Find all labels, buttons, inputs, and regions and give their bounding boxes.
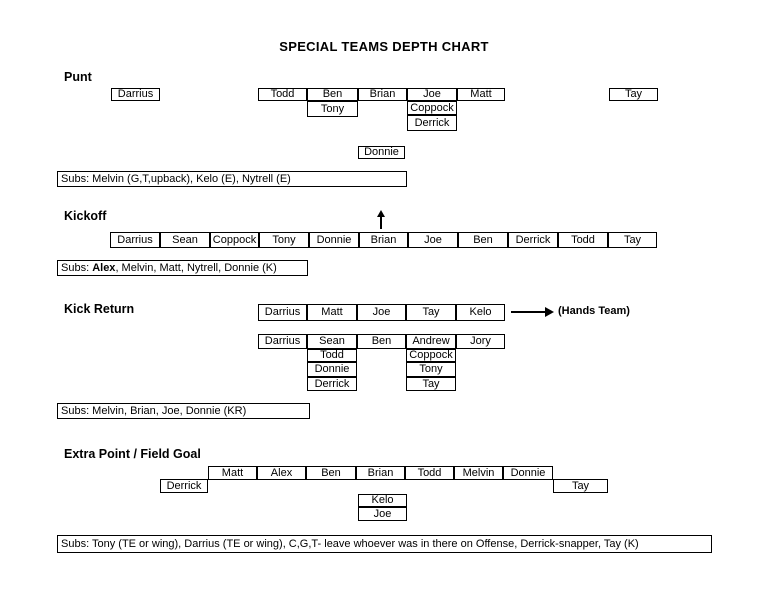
player-box: Joe <box>357 304 406 321</box>
arrow-head <box>545 307 554 317</box>
page-title: SPECIAL TEAMS DEPTH CHART <box>279 39 489 54</box>
subs-box-extra-point-field-goal: Subs: Tony (TE or wing), Darrius (TE or … <box>57 535 712 553</box>
player-box: Jory <box>456 334 505 349</box>
player-box: Joe <box>407 88 457 101</box>
subs-box-punt: Subs: Melvin (G,T,upback), Kelo (E), Nyt… <box>57 171 407 187</box>
player-box: Tay <box>406 377 456 391</box>
player-box: Donnie <box>503 466 553 480</box>
subs-text-segment: Subs: Melvin, Brian, Joe, Donnie (KR) <box>61 404 247 417</box>
player-box: Tay <box>406 304 456 321</box>
subs-box-kickoff: Subs: Alex, Melvin, Matt, Nytrell, Donni… <box>57 260 308 276</box>
arrow-stem <box>511 311 545 313</box>
player-box: Ben <box>458 232 508 248</box>
hands-team-arrow-label: (Hands Team) <box>558 305 630 317</box>
player-box: Ben <box>306 466 356 480</box>
subs-box-kick-return: Subs: Melvin, Brian, Joe, Donnie (KR) <box>57 403 310 419</box>
player-box: Kelo <box>358 494 407 507</box>
player-box: Donnie <box>309 232 359 248</box>
player-box: Melvin <box>454 466 503 480</box>
player-box: Derrick <box>307 377 357 391</box>
player-box: Sean <box>160 232 210 248</box>
player-box: Darrius <box>110 232 160 248</box>
section-heading-punt: Punt <box>64 70 92 84</box>
player-box: Kelo <box>456 304 505 321</box>
player-box: Derrick <box>407 115 457 131</box>
player-box: Coppock <box>407 101 457 115</box>
subs-text-segment: Subs: Tony (TE or wing), Darrius (TE or … <box>61 537 639 550</box>
player-box: Todd <box>558 232 608 248</box>
player-box: Derrick <box>508 232 558 248</box>
section-heading-extra-point-field-goal: Extra Point / Field Goal <box>64 447 201 461</box>
subs-text-segment: Alex <box>92 261 116 274</box>
arrow-head <box>376 210 385 217</box>
player-box: Coppock <box>406 349 456 362</box>
player-box: Todd <box>258 88 307 101</box>
player-box: Derrick <box>160 479 208 493</box>
player-box: Brian <box>358 88 407 101</box>
player-box: Joe <box>408 232 458 248</box>
player-box: Tay <box>553 479 608 493</box>
player-box: Donnie <box>358 146 405 159</box>
subs-text-segment: , Melvin, Matt, Nytrell, Donnie (K) <box>115 261 277 274</box>
player-box: Tay <box>608 232 657 248</box>
player-box: Matt <box>307 304 357 321</box>
player-box: Brian <box>356 466 405 480</box>
kickoff-up-arrow-icon <box>376 210 385 229</box>
player-box: Ben <box>357 334 406 349</box>
arrow-stem <box>379 217 382 229</box>
player-box: Darrius <box>258 334 307 349</box>
player-box: Todd <box>405 466 454 480</box>
player-box: Donnie <box>307 362 357 377</box>
player-box: Ben <box>307 88 358 101</box>
subs-text-segment: Subs: Melvin (G,T,upback), Kelo (E), Nyt… <box>61 172 291 185</box>
player-box: Alex <box>257 466 306 480</box>
section-heading-kick-return: Kick Return <box>64 302 135 316</box>
player-box: Tony <box>307 101 358 117</box>
player-box: Todd <box>307 349 357 362</box>
player-box: Tay <box>609 88 658 101</box>
player-box: Matt <box>457 88 505 101</box>
player-box: Brian <box>359 232 408 248</box>
player-box: Tony <box>259 232 309 248</box>
player-box: Sean <box>307 334 357 349</box>
subs-text-segment: Subs: <box>61 261 93 274</box>
player-box: Coppock <box>210 232 259 248</box>
player-box: Andrew <box>406 334 456 349</box>
player-box: Matt <box>208 466 257 480</box>
hands-team-arrow-icon <box>511 307 554 317</box>
player-box: Tony <box>406 362 456 377</box>
player-box: Darrius <box>111 88 160 101</box>
player-box: Joe <box>358 507 407 521</box>
player-box: Darrius <box>258 304 307 321</box>
section-heading-kickoff: Kickoff <box>64 209 107 223</box>
